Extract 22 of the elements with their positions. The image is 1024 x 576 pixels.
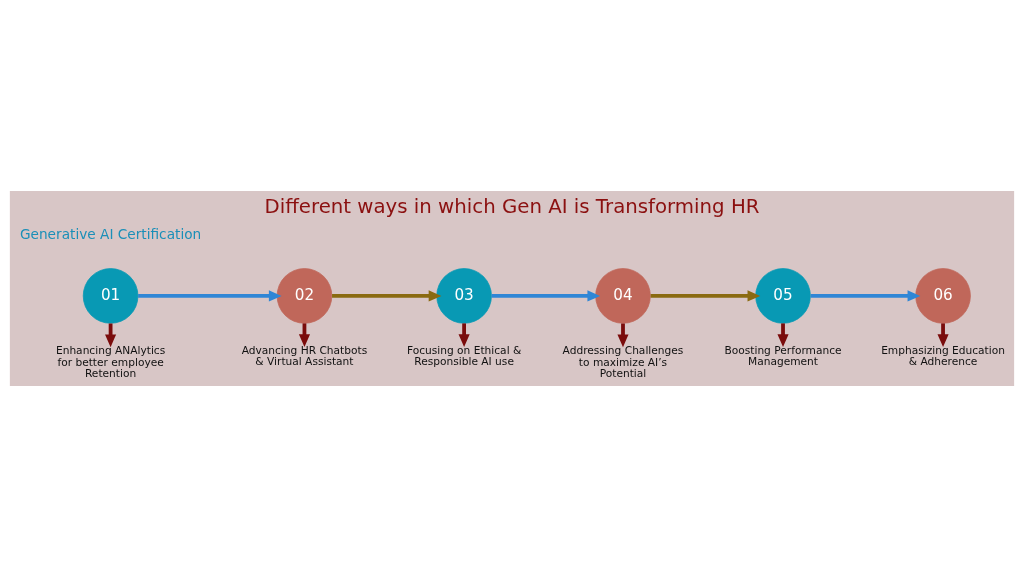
node-text: Enhancing ANAlytics for better employee Retention [55, 343, 166, 380]
arrow [332, 289, 442, 301]
node-circle: 04 [595, 267, 651, 324]
node-text: Addressing Challenges to maximize AI’s Potential [562, 343, 684, 380]
diagram-title: Different ways in which Gen AI is Transforming HR [264, 194, 760, 218]
node-circle: 05 [755, 267, 811, 324]
arrow [650, 289, 761, 301]
label: Generative AI Certification [19, 225, 202, 242]
arrow [937, 322, 949, 347]
arrow [810, 289, 921, 301]
node-circle: 03 [436, 267, 492, 324]
arrow [138, 289, 282, 301]
arrow [777, 322, 789, 347]
arrow [491, 289, 601, 301]
node-text: Boosting Performance Management [724, 343, 842, 368]
node-text: Advancing HR Chatbots & Virtual Assistant [241, 343, 368, 368]
node-circle: 01 [82, 267, 139, 324]
arrow [458, 322, 470, 347]
node-circle: 06 [915, 267, 971, 324]
node-circle: 02 [276, 267, 333, 324]
node-text: Focusing on Ethical & Responsible AI use [406, 343, 522, 368]
node-text: Emphasizing Education & Adherence [881, 343, 1005, 368]
